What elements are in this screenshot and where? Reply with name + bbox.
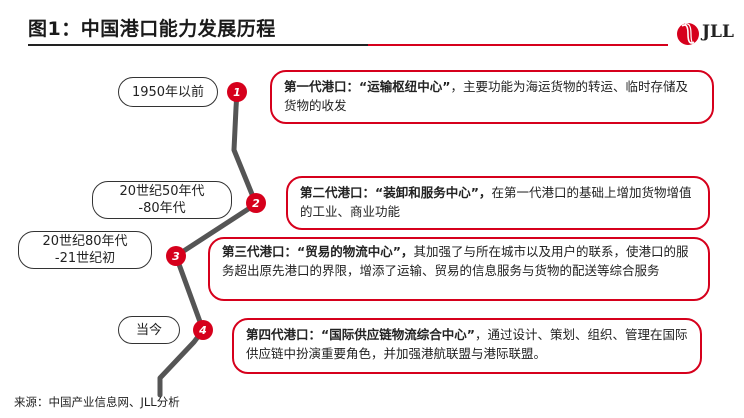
logo-text: JLL bbox=[702, 22, 734, 42]
era-label-2: 20世纪50年代 -80年代 bbox=[92, 181, 232, 219]
source-note: 来源：中国产业信息网、JLL分析 bbox=[14, 395, 180, 409]
era-label-1: 1950年以前 bbox=[118, 77, 218, 107]
era-line: 20世纪50年代 bbox=[119, 184, 205, 199]
stage-heading: 第二代港口：“装卸和服务中心”， bbox=[300, 185, 492, 200]
era-label-3: 20世纪80年代 -21世纪初 bbox=[18, 231, 152, 269]
stage-body: 在第一代港口的基础上增加货物增值的工业、商业功能 bbox=[300, 185, 692, 219]
stage-heading: 第三代港口：“贸易的物流中心”， bbox=[222, 244, 414, 259]
title-underline-accent bbox=[368, 44, 668, 46]
era-line: -80年代 bbox=[138, 201, 186, 216]
stage-heading: 第一代港口：“运输枢纽中心” bbox=[284, 79, 451, 94]
page-title: 图1：中国港口能力发展历程 bbox=[28, 18, 276, 40]
stage-body: 其加强了与所在城市以及用户的联系，使港口的服务超出原先港口的界限，增添了运输、贸… bbox=[222, 244, 689, 278]
stage-number-3: 3 bbox=[166, 246, 186, 266]
title-underline bbox=[28, 44, 368, 46]
stage-number-2: 2 bbox=[246, 193, 266, 213]
stage-number-4: 4 bbox=[193, 320, 213, 340]
era-line: 1950年以前 bbox=[131, 84, 205, 100]
stage-heading: 第四代港口：“国际供应链物流综合中心” bbox=[246, 327, 475, 342]
stage-card-4: 第四代港口：“国际供应链物流综合中心”，通过设计、策划、组织、管理在国际供应链中… bbox=[232, 318, 702, 374]
era-label-4: 当今 bbox=[118, 316, 180, 344]
era-line: 当今 bbox=[135, 322, 162, 338]
stage-body: ，通过设计、策划、组织、管理在国际供应链中扮演重要角色，并加强港航联盟与港际联盟… bbox=[246, 327, 688, 361]
stage-body: ，主要功能为海运货物的转运、临时存储及货物的收发 bbox=[284, 79, 688, 113]
jll-logo-mark-icon bbox=[677, 23, 699, 45]
stage-card-2: 第二代港口：“装卸和服务中心”，在第一代港口的基础上增加货物增值的工业、商业功能 bbox=[286, 176, 710, 230]
stage-number-1: 1 bbox=[227, 82, 247, 102]
era-line: 20世纪80年代 bbox=[42, 234, 128, 249]
jll-logo: JLL bbox=[676, 16, 738, 52]
stage-card-1: 第一代港口：“运输枢纽中心”，主要功能为海运货物的转运、临时存储及货物的收发 bbox=[270, 70, 714, 124]
stage-card-3: 第三代港口：“贸易的物流中心”，其加强了与所在城市以及用户的联系，使港口的服务超… bbox=[208, 237, 710, 301]
era-line: -21世纪初 bbox=[54, 251, 116, 266]
